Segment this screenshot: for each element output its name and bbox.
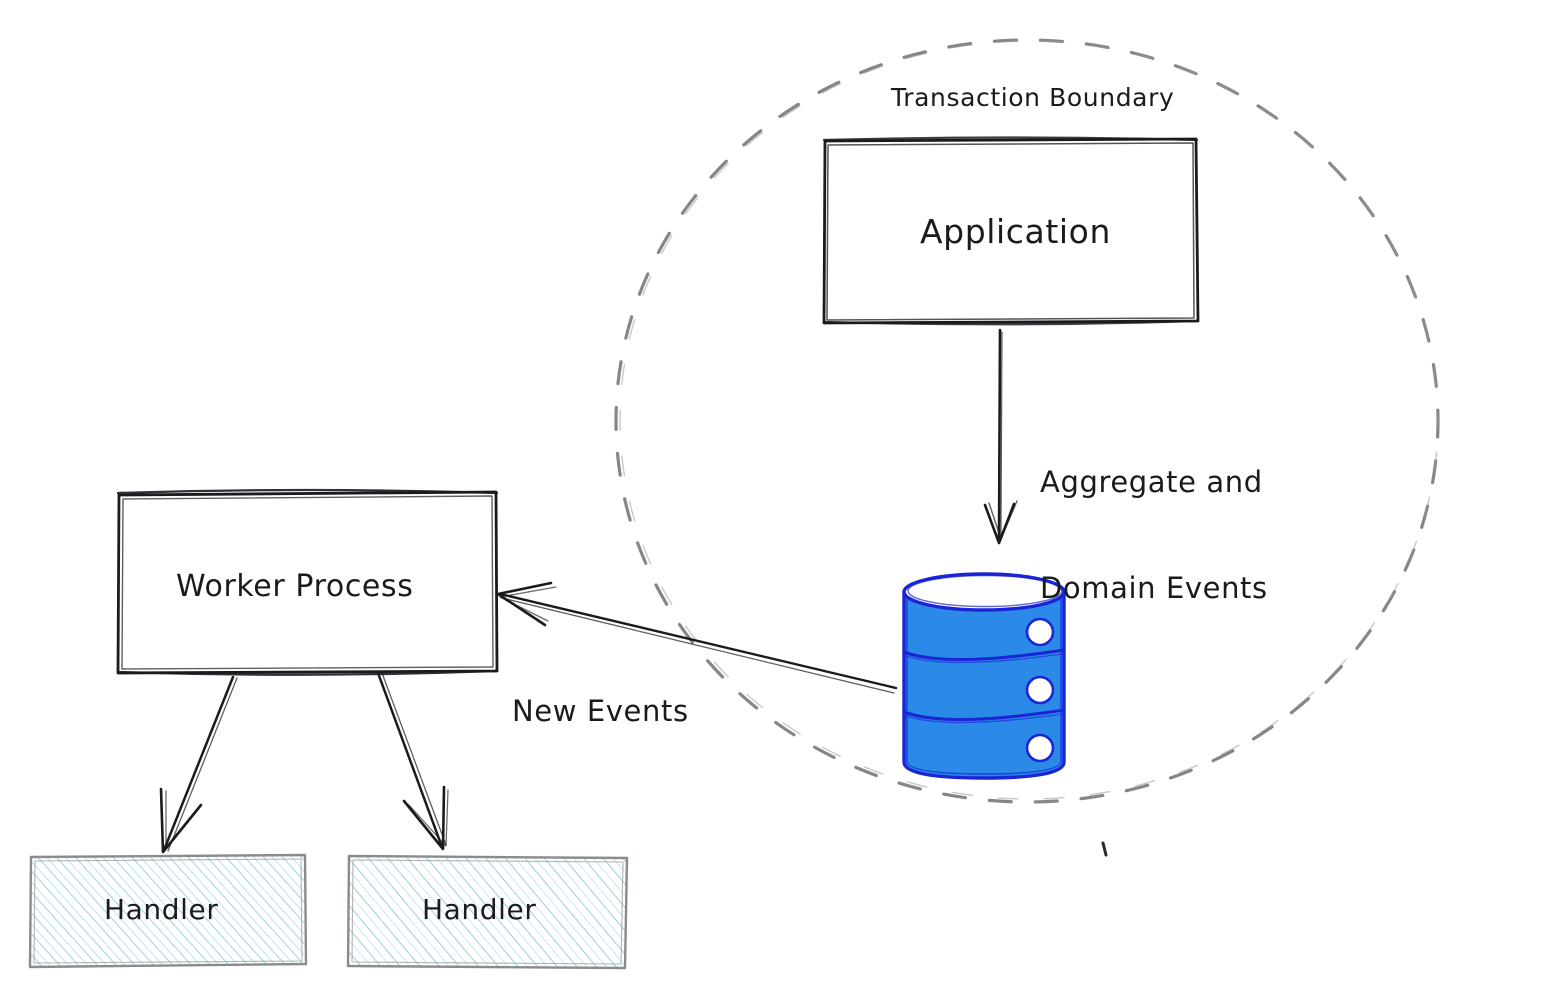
transaction-boundary-label: Transaction Boundary — [891, 83, 1175, 112]
handler-1-label: Handler — [104, 893, 219, 926]
edge-app-to-db-arrow — [983, 328, 1018, 545]
stray-pen-mark — [1101, 841, 1108, 857]
edge-db-to-worker-label: New Events — [512, 694, 689, 728]
transaction-boundary-circle — [614, 38, 1440, 804]
edge-db-to-worker-arrow — [496, 581, 898, 694]
application-box[interactable] — [822, 136, 1200, 326]
application-label: Application — [920, 212, 1111, 251]
handler-2-label: Handler — [422, 893, 537, 926]
edge-app-to-db-label-line-2: Domain Events — [1040, 570, 1268, 605]
edge-app-to-db-label-line-1: Aggregate and — [1040, 464, 1263, 499]
worker-process-label: Worker Process — [176, 569, 414, 604]
worker-process-box[interactable] — [116, 488, 499, 676]
handler-box-1[interactable] — [28, 853, 308, 969]
handler-box-2[interactable] — [346, 854, 629, 970]
edge-worker-to-handler-2-arrow — [376, 671, 449, 851]
database-icon[interactable] — [902, 572, 1066, 780]
edge-worker-to-handler-1-arrow — [159, 675, 238, 854]
edge-app-to-db-label: Aggregate and Domain Events — [1040, 394, 1268, 677]
